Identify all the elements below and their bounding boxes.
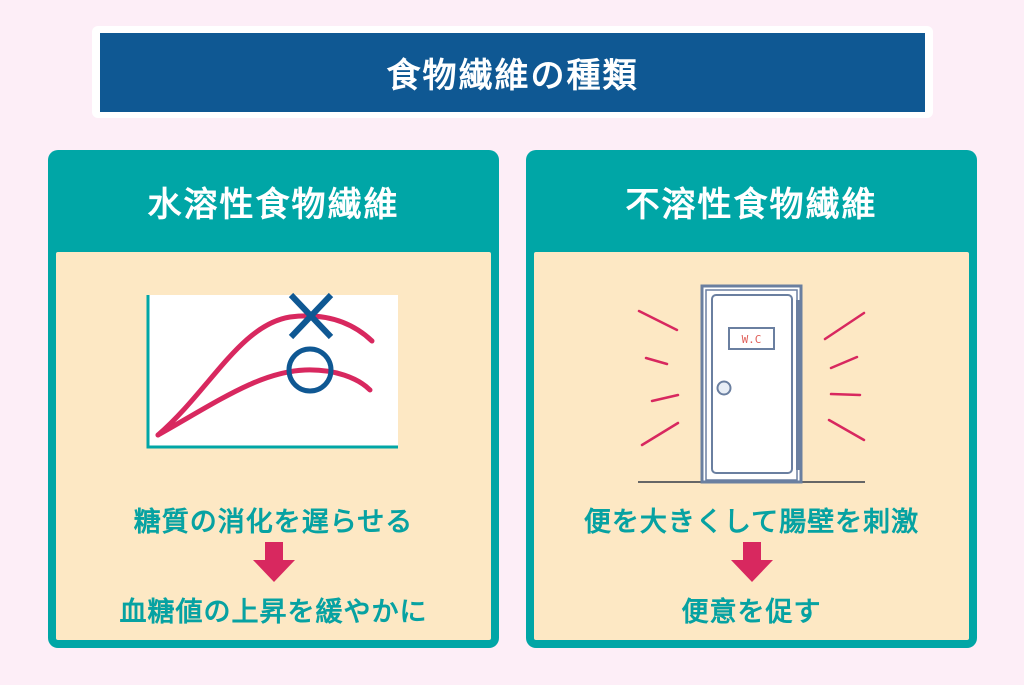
result-text: 血糖値の上昇を緩やかに xyxy=(119,597,428,628)
title-frame: 食物繊維の種類 xyxy=(92,26,933,118)
panel-soluble-fiber: 水溶性食物繊維 糖質の消化を遅らせる 血糖値の上昇を緩やかに xyxy=(48,150,499,648)
circle-icon xyxy=(286,346,334,394)
cross-icon xyxy=(288,292,334,340)
down-arrow-icon xyxy=(252,542,295,582)
blood-sugar-graph xyxy=(146,292,398,449)
effect-text: 便を大きくして腸壁を刺激 xyxy=(583,507,920,538)
panel-heading: 水溶性食物繊維 xyxy=(147,184,400,225)
page-title: 食物繊維の種類 xyxy=(100,33,925,112)
vibration-lines xyxy=(637,309,866,447)
panel-heading: 不溶性食物繊維 xyxy=(625,184,878,225)
result-text: 便意を促す xyxy=(681,597,822,628)
high-curve xyxy=(155,313,375,438)
toilet-door-illustration: W.C xyxy=(637,284,866,484)
wc-sign: W.C xyxy=(742,333,762,346)
down-arrow-icon xyxy=(730,542,773,582)
low-curve xyxy=(155,367,373,438)
effect-text: 糖質の消化を遅らせる xyxy=(133,507,414,538)
door-knob-icon xyxy=(716,380,732,396)
panel-body: 糖質の消化を遅らせる 血糖値の上昇を緩やかに xyxy=(56,252,491,640)
